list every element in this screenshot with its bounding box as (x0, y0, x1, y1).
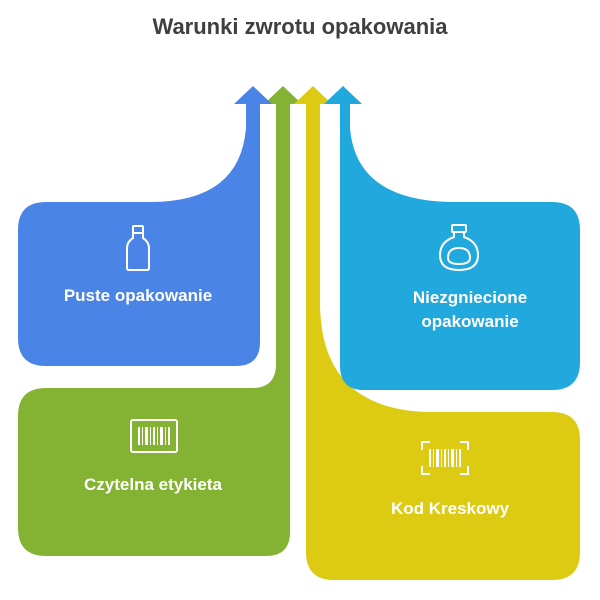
flask-icon (439, 224, 479, 271)
card-czytelna-etykieta (18, 86, 302, 556)
bottle-icon (126, 225, 150, 271)
page-title: Warunki zwrotu opakowania (152, 14, 448, 39)
card-label-czytelna-etykieta: Czytelna etykieta (84, 475, 222, 494)
card-label-puste-opakowanie: Puste opakowanie (63, 286, 213, 305)
card-label-kod-kreskowy: Kod Kreskowy (390, 499, 510, 518)
card-kod-kreskowy (294, 86, 580, 580)
card-puste-opakowanie (18, 86, 272, 366)
barcode-label-icon (130, 419, 178, 453)
barcode-scan-icon (421, 441, 469, 475)
card-label-niezgniecione-opakowanie: Niezgniecione opakowanie (412, 288, 528, 331)
